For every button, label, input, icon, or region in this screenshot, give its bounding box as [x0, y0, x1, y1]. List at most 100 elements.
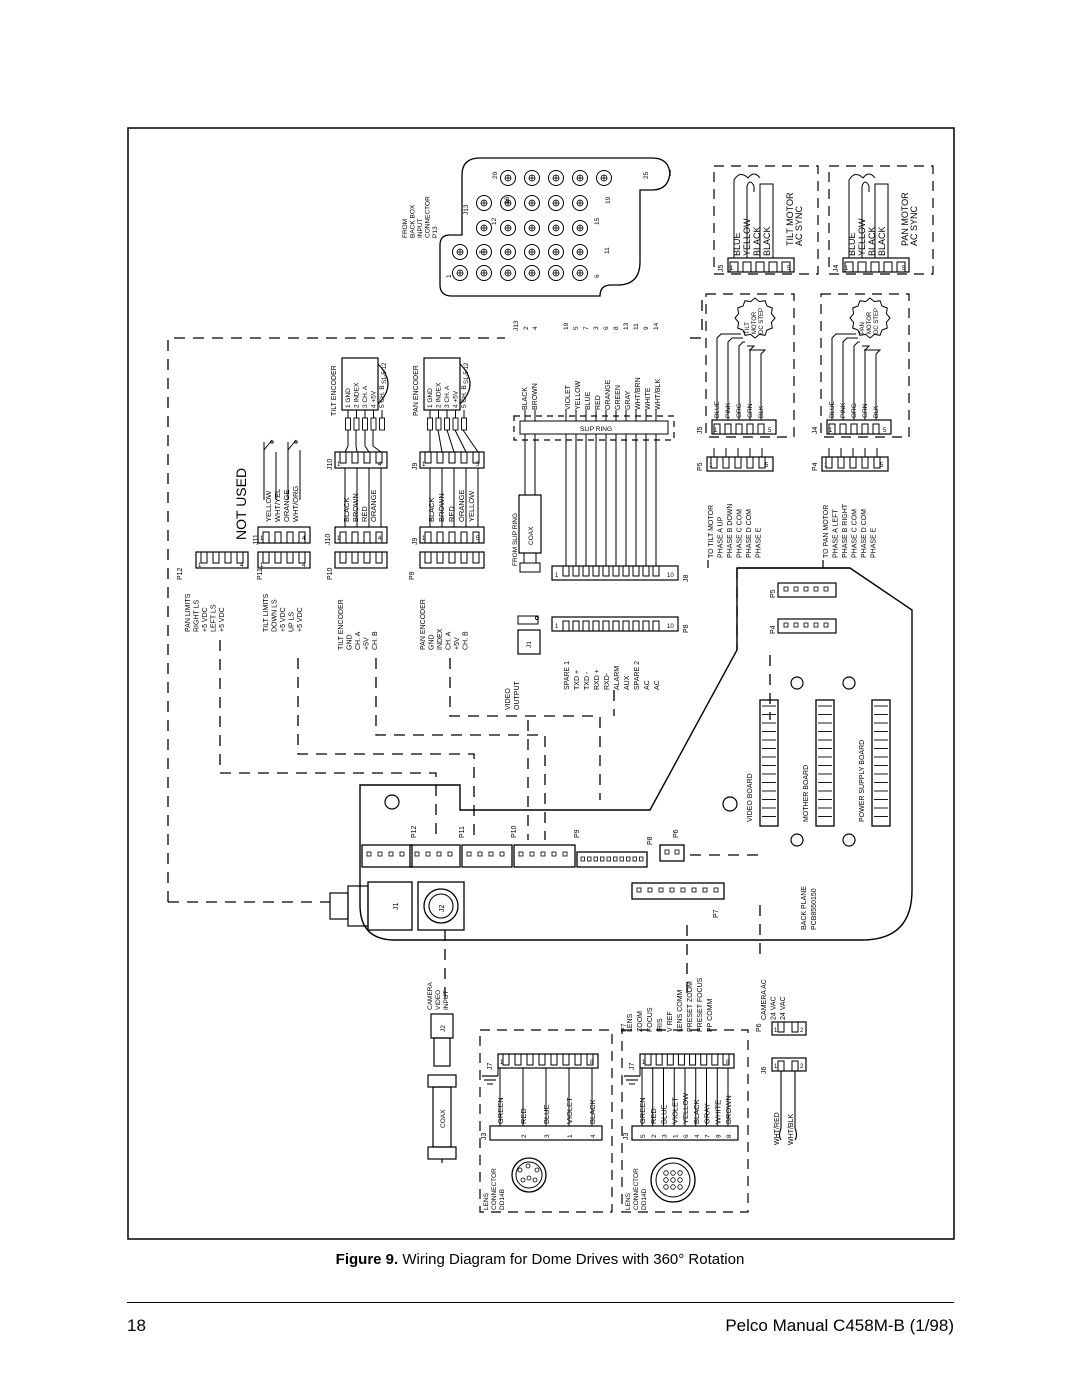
pin-number: 25 [643, 171, 650, 179]
connector-pin [524, 220, 540, 236]
j9-wire-color: BROWN [437, 493, 446, 522]
p12-function: LEFT LS [211, 604, 218, 632]
lens-dd14b-label: DD14B [499, 1189, 506, 1210]
connector-pin [524, 195, 540, 211]
tilt-sync-jlabel: J5 [718, 265, 725, 273]
board-outline [359, 567, 913, 941]
p4-plug-label: PHASE E [871, 527, 878, 558]
tilt-stepper-wire [716, 333, 741, 420]
slip-ring-label: SLIP RING [580, 426, 612, 433]
p7-lens-function: V REF [667, 1011, 674, 1032]
j10-top-header [334, 451, 388, 469]
j9-wire-color: ORANGE [457, 489, 466, 522]
tilt-encoder-pin-body [353, 417, 360, 431]
j10-top-header-pin [339, 452, 347, 464]
harness-dashed [219, 640, 437, 840]
lens-dd14b-pin8: 8 [590, 1060, 594, 1066]
lens-dd14d-pin [689, 1054, 697, 1066]
j2-bulkhead [417, 881, 465, 931]
j11-pin4: 4 [302, 536, 306, 542]
lens-dd14b-box [479, 1029, 613, 1213]
j9-pin5: 5 [476, 536, 480, 542]
j10-header-pin [375, 531, 383, 543]
board-header-pin [562, 851, 568, 857]
pan-sync-box [828, 165, 934, 275]
p4-plug-pin [825, 457, 833, 469]
p5-plug-pin1: 1 [709, 463, 713, 469]
dd14d-pin [677, 1177, 683, 1183]
board-header-pin [488, 851, 494, 857]
tilt-encoder-pin-label: 1 GND [345, 388, 352, 408]
dd14b-pin [526, 1175, 532, 1181]
lens-dd14d-pin [711, 1054, 719, 1066]
j6-pin [777, 1060, 799, 1071]
j9-header [419, 526, 485, 544]
p5-plug-pin [710, 457, 718, 469]
tilt-encoder-title: TILT ENCODER [331, 365, 338, 416]
p4-plug-pin5: 5 [880, 463, 884, 469]
p5-plug-label: PHASE B DOWN [727, 504, 734, 558]
tilt-stepper-pin [735, 423, 743, 434]
lens-dd14d-wire-color: WHITE [713, 1100, 722, 1124]
diagram-frame [127, 127, 955, 1240]
j1-bulkhead-label: J1 [393, 903, 400, 911]
slip-ring-wire-color: VIOLET [565, 384, 572, 410]
pan-encoder-part: S1-5-12 [464, 362, 470, 384]
board-header-label: P7 [713, 909, 720, 918]
pin-number: 20 [492, 171, 499, 179]
slip-ring-wire-color: BROWN [532, 383, 539, 410]
board-header-label: P10 [511, 825, 518, 838]
j9-top-header-pin [448, 452, 456, 464]
board-header-pin [613, 856, 618, 862]
not-used-label: NOT USED [233, 468, 249, 540]
p9-header-pin [472, 552, 480, 564]
p9-header-pin [460, 552, 468, 564]
tilt-stepper-header [711, 419, 777, 435]
back-box-connector-outline [439, 157, 671, 297]
p5-plug-label: PHASE E [756, 527, 763, 558]
p8-label: P8 [683, 624, 690, 633]
p5-plug-header [706, 456, 774, 472]
j8-pin [582, 566, 590, 577]
board-header-pin [436, 851, 442, 857]
tilt-sync-coil [733, 173, 761, 190]
lens-dd14b-pin1: 1 [500, 1060, 504, 1066]
p11-header-pin [286, 552, 294, 564]
pan-stepper-wire-color: PINK [840, 402, 847, 418]
footer-rule [127, 1302, 954, 1303]
j8-pin [632, 566, 640, 577]
enclosure-dashed [167, 337, 505, 902]
board-header-pin [540, 851, 546, 857]
camera-ac-label: CAMERA AC [761, 979, 768, 1020]
p9-function: +5V [454, 637, 461, 650]
board-header-pin [606, 856, 611, 862]
back-box-label: CONNECTOR [425, 196, 432, 238]
j9-header-pin [424, 531, 432, 543]
tilt-sync-label: TILT MOTOR [785, 192, 795, 246]
p8-function: AUX [624, 675, 631, 690]
pan-sync-label: PAN MOTOR [900, 192, 910, 246]
board-header-pin [593, 856, 598, 862]
tilt-stepper-box [705, 293, 795, 438]
pin-number: 6 [594, 274, 601, 278]
lens-dd14d-wire-color: BLUE [660, 1104, 669, 1124]
coax-plug-nut [519, 562, 541, 573]
j9-pin1: 1 [422, 462, 426, 468]
video-output-label: VIDEO [505, 688, 512, 710]
slip-ring-body [519, 420, 669, 435]
tilt-stepper-pin1: 1 [714, 428, 718, 434]
slip-ring-wire-color: ORANGE [605, 379, 612, 410]
lens-dd14d-pin-number: 2 [651, 1134, 658, 1138]
p4-plug-pin [837, 457, 845, 469]
p10-function: CH. A [355, 631, 362, 650]
j11-wire-color: ORANGE [282, 489, 291, 522]
pan-stepper-motor [849, 297, 891, 339]
board-p5-pin [783, 586, 789, 592]
tilt-encoder-body [341, 357, 379, 411]
j11-header-pin [262, 531, 270, 543]
lens-dd14d-pin-number: 4 [694, 1134, 701, 1138]
p8-pin [582, 620, 590, 631]
limit-switch-wire [287, 450, 301, 500]
p8-pin [602, 620, 610, 631]
